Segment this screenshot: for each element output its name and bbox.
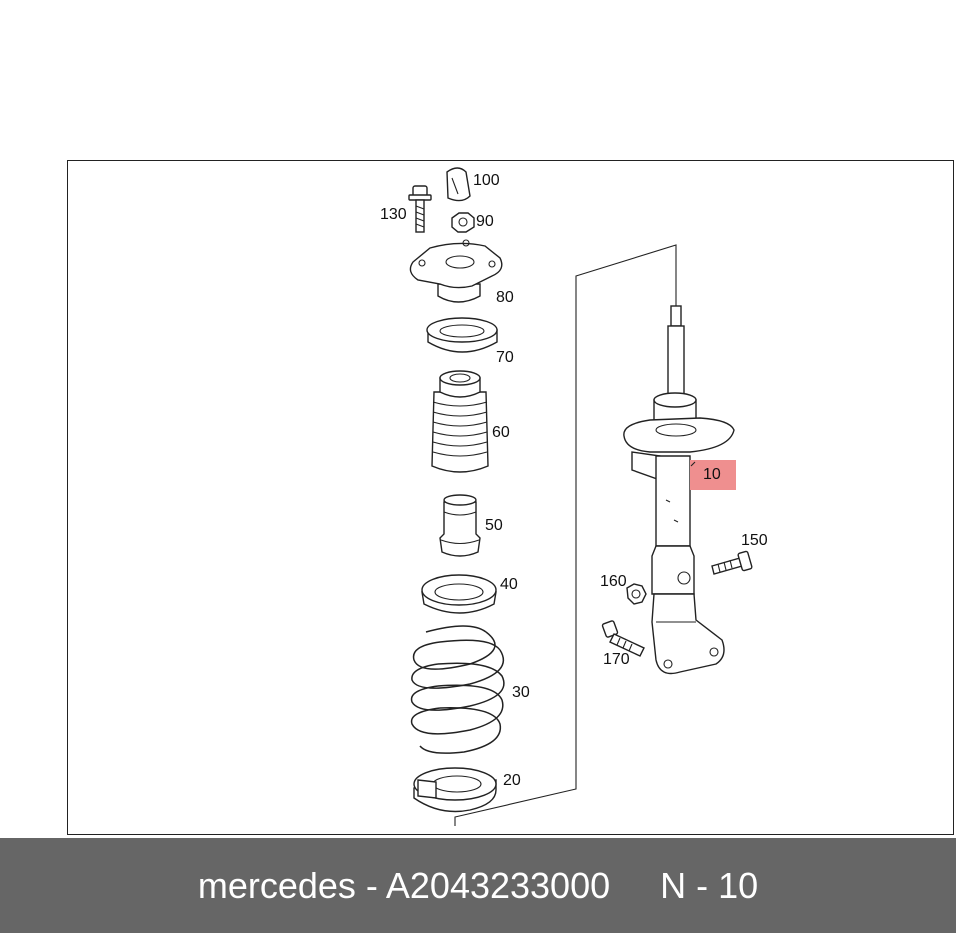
- label-130: 130: [380, 206, 407, 223]
- spring-seat-40: [421, 574, 497, 614]
- label-10: 10: [703, 466, 721, 483]
- strut-mount-80: [409, 239, 503, 303]
- leader-10: [690, 461, 696, 467]
- coil-spring-30: [410, 625, 505, 754]
- label-160: 160: [600, 573, 627, 590]
- label-40: 40: [500, 576, 518, 593]
- bolt-170: [601, 620, 645, 657]
- assembly-connector-line: [454, 244, 677, 826]
- nut-160: [626, 583, 647, 605]
- shock-absorber-strut-10: [623, 305, 735, 675]
- label-100: 100: [473, 172, 500, 189]
- label-60: 60: [492, 424, 510, 441]
- label-70: 70: [496, 349, 514, 366]
- bolt-130: [408, 185, 432, 233]
- highlight-box-10: [690, 460, 736, 490]
- label-20: 20: [503, 772, 521, 789]
- label-150: 150: [741, 532, 768, 549]
- label-90: 90: [476, 213, 494, 230]
- caption-bar: mercedes - A2043233000 N - 10: [0, 838, 956, 933]
- diagram-frame: [67, 160, 954, 835]
- spring-pad-20: [413, 767, 497, 813]
- nut-90: [451, 212, 475, 233]
- bolt-150: [711, 550, 753, 575]
- label-80: 80: [496, 289, 514, 306]
- part-number-text: mercedes - A2043233000: [197, 864, 611, 906]
- label-170: 170: [603, 651, 630, 668]
- exploded-parts-diagram: 100 130 90 80 70 60 50 40 30 20 10 150 1…: [380, 167, 768, 826]
- label-30: 30: [512, 684, 530, 701]
- dust-boot-60: [431, 370, 489, 473]
- reference-number-text: N - 10: [660, 864, 759, 906]
- cap-100: [446, 167, 471, 202]
- bearing-70: [426, 317, 498, 353]
- bump-stop-50: [439, 494, 481, 557]
- label-50: 50: [485, 517, 503, 534]
